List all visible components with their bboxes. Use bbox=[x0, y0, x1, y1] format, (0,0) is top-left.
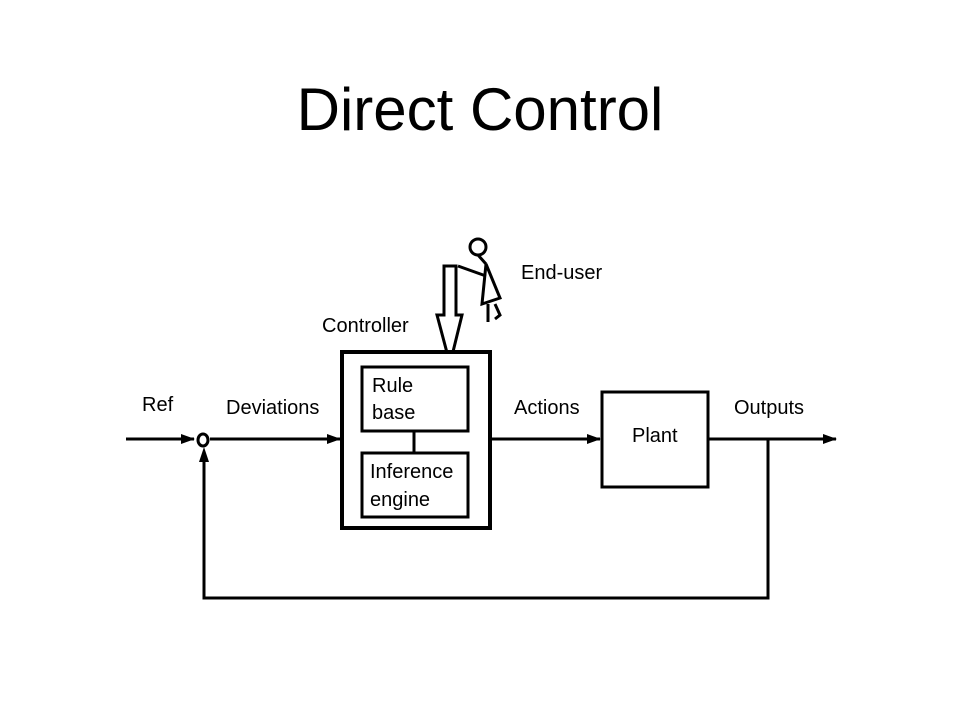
controller-label: Controller bbox=[322, 315, 409, 337]
outputs-label: Outputs bbox=[734, 397, 804, 419]
inference-engine-label-line2: engine bbox=[370, 489, 430, 511]
rule-base-label-line1: Rule bbox=[372, 375, 413, 397]
ref-label: Ref bbox=[142, 394, 174, 416]
summing-junction bbox=[196, 432, 210, 448]
inference-engine-box bbox=[360, 451, 470, 519]
end-user-input-arrow bbox=[435, 264, 464, 365]
feedback-loop bbox=[202, 439, 770, 600]
feedback-arrowhead bbox=[199, 447, 209, 462]
plant-label: Plant bbox=[632, 425, 678, 447]
slide-title: Direct Control bbox=[296, 76, 664, 143]
rule-base-label-line2: base bbox=[372, 402, 415, 424]
end-user-label: End-user bbox=[521, 262, 602, 284]
actions-label: Actions bbox=[514, 397, 580, 419]
end-user-icon bbox=[457, 237, 502, 322]
inference-engine-label-line1: Inference bbox=[370, 461, 453, 483]
deviations-label: Deviations bbox=[226, 397, 319, 419]
